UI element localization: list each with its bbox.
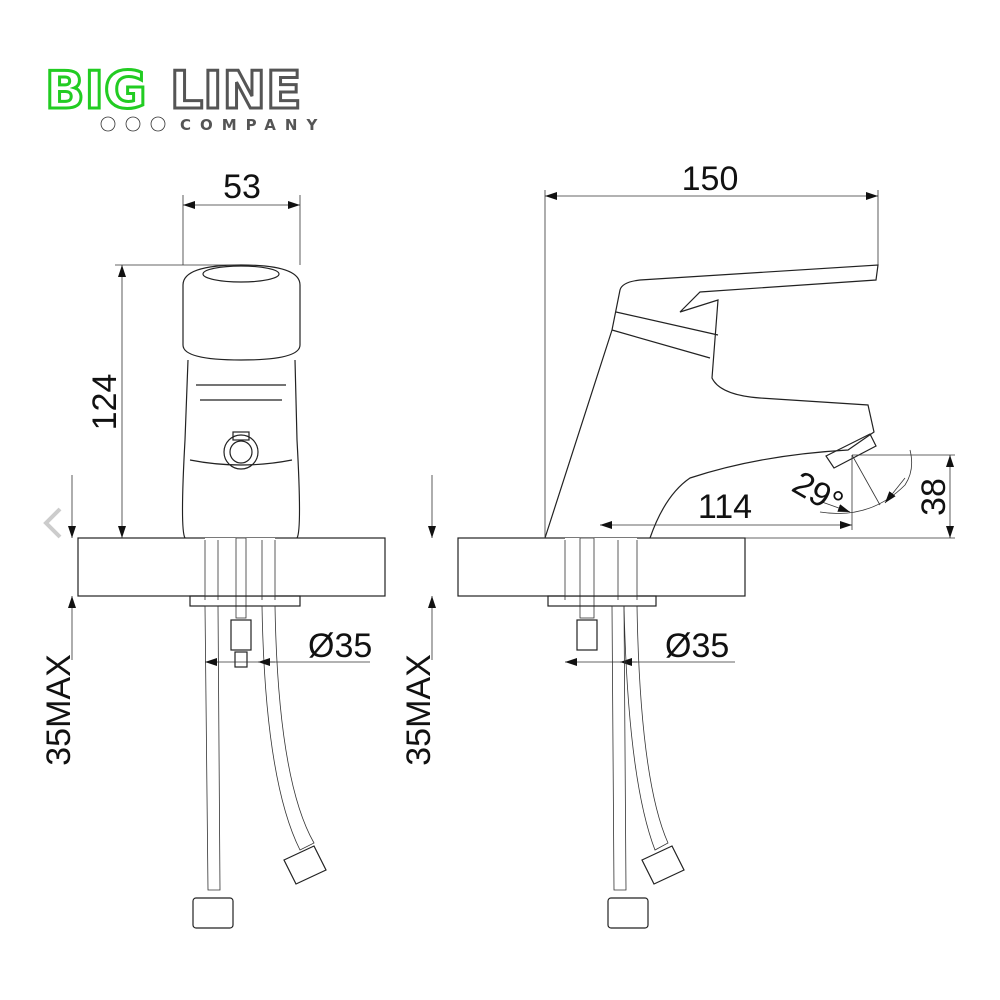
dim-mount-max-front: 35MAX [40, 654, 78, 766]
dim-height: 124 [86, 374, 124, 431]
dim-spout-reach: 114 [698, 488, 752, 526]
logo-line: LINE [170, 61, 302, 121]
side-view-plumbing [547, 537, 685, 929]
dim-spout-height: 38 [915, 478, 953, 516]
faucet-side-view [544, 264, 879, 539]
dim-mount-max-side: 35MAX [400, 654, 438, 766]
countertop-side [457, 537, 746, 597]
bigline-logo: BIG LINE COMPANY [44, 60, 326, 135]
dim-hole-side: Ø35 [665, 627, 729, 665]
carousel-prev-button[interactable] [38, 505, 68, 541]
dimensions: 53 124 35MAX Ø35 150 114 38 29° [40, 160, 955, 766]
faucet-front-view [181, 264, 327, 929]
logo-big: BIG [45, 61, 147, 121]
dim-length: 150 [682, 160, 739, 198]
dim-width: 53 [223, 168, 261, 206]
chevron-left-icon [43, 507, 62, 539]
logo-company: COMPANY [180, 116, 326, 134]
countertop-front [77, 537, 386, 597]
dim-hole-front: Ø35 [308, 627, 372, 665]
